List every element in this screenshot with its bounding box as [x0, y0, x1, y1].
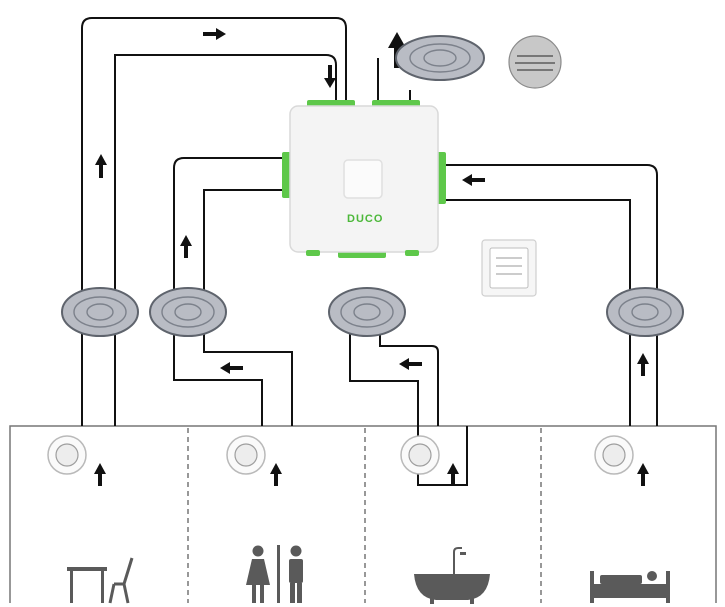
duct-supply-living-outer — [81, 17, 347, 290]
flexible-duct-exhaust — [395, 35, 485, 81]
restroom-icon — [246, 545, 303, 603]
valve-toilet[interactable] — [226, 435, 266, 475]
arrow-up-bold-icon — [388, 32, 406, 68]
duct-bed-inner — [445, 199, 631, 290]
duct-bath-lower-b — [379, 330, 439, 426]
bathtub-icon — [414, 547, 490, 604]
flexible-duct-toilet — [149, 287, 227, 337]
valve-living[interactable] — [47, 435, 87, 475]
duct-toilet-lower-a — [173, 330, 263, 426]
flow-arrows — [94, 28, 649, 486]
unit-control-panel — [343, 159, 383, 199]
arrow-up-icon — [270, 463, 282, 486]
arrow-up-icon — [94, 463, 106, 486]
wall-grille — [508, 35, 562, 89]
duct-supply-living-inner — [114, 54, 337, 290]
ventilation-unit[interactable]: DUCO — [282, 100, 446, 258]
arrow-left-icon — [220, 362, 243, 374]
switch-plate-icon — [489, 247, 529, 289]
flexible-duct-living — [61, 287, 139, 337]
house-rooms — [9, 425, 717, 603]
arrow-up-icon — [637, 353, 649, 376]
arrow-up-icon — [447, 463, 459, 486]
arrow-down-icon — [324, 65, 336, 88]
arrow-left-icon — [462, 174, 485, 186]
connector-foot-left — [306, 250, 320, 256]
connector-foot-right — [405, 250, 419, 256]
duct-network — [81, 17, 658, 486]
flexible-duct-bathroom — [328, 287, 406, 337]
duct-toilet-inner — [203, 189, 287, 290]
valve-bedroom[interactable] — [594, 435, 634, 475]
duct-toilet-outer — [173, 157, 287, 290]
duct-toilet-lower-b — [203, 330, 293, 426]
arrow-up-icon — [180, 235, 192, 258]
arrow-up-icon — [95, 154, 107, 178]
arrow-up-icon — [637, 463, 649, 486]
wall-switch[interactable] — [481, 239, 537, 297]
arrow-right-icon — [203, 28, 226, 40]
duct-bath-lower-a — [349, 330, 468, 486]
table-chair-icon — [67, 557, 134, 604]
bed-icon — [590, 571, 670, 603]
house-outline — [9, 425, 717, 603]
unit-brand-label: DUCO — [347, 213, 383, 225]
valve-bathroom[interactable] — [400, 435, 440, 475]
arrow-left-icon — [399, 358, 422, 370]
duct-bed-outer — [445, 164, 658, 290]
flexible-duct-bedroom — [606, 287, 684, 337]
